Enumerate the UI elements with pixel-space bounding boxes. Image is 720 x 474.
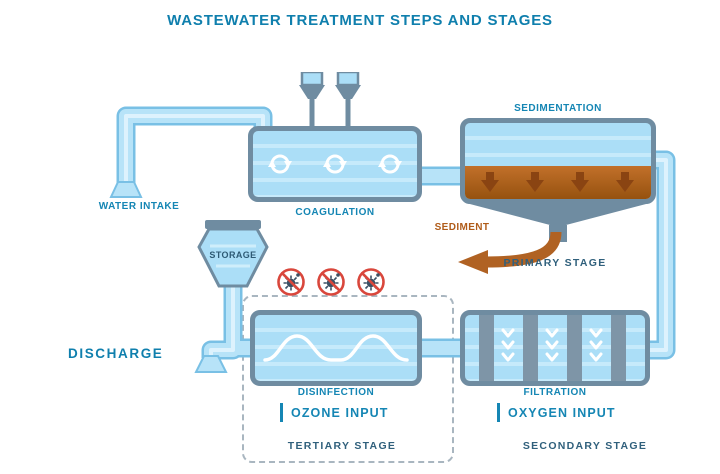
recycle-arrows-icon: [322, 154, 347, 174]
no-bacteria-icon: [317, 268, 345, 296]
no-bacteria-icon: [277, 268, 305, 296]
ozone-input-label: OZONE INPUT: [291, 405, 389, 420]
page-title: WASTEWATER TREATMENT STEPS AND STAGES: [167, 12, 553, 29]
recycle-arrows-icon: [268, 154, 293, 174]
disinfection-label: DISINFECTION: [297, 387, 375, 398]
coagulation-tank: [248, 126, 422, 202]
intake-pipe: [116, 106, 273, 184]
hopper-icon: [299, 72, 325, 128]
recycle-arrows-icon: [377, 154, 402, 174]
disinfection-tank: [250, 310, 422, 386]
discharge-spout-icon: [194, 355, 228, 373]
hopper-icon: [335, 72, 361, 128]
filter-plate: [523, 315, 538, 381]
oxygen-input-label: OXYGEN INPUT: [508, 405, 616, 420]
primary-stage-label: PRIMARY STAGE: [503, 257, 607, 269]
filter-plate: [611, 315, 626, 381]
chevron-down-icon: [545, 328, 559, 362]
storage-label: STORAGE: [209, 250, 257, 260]
ozone-wave-icon: [263, 334, 409, 362]
chevron-down-icon: [501, 328, 515, 362]
chevron-down-icon: [589, 328, 603, 362]
filtration-tank: [460, 310, 650, 386]
tertiary-stage-label: TERTIARY STAGE: [287, 440, 397, 452]
input-bar-icon: [497, 403, 500, 422]
coagulation-label: COAGULATION: [295, 207, 375, 218]
sedimentation-funnel-icon: [466, 203, 650, 225]
sedimentation-tank: [460, 118, 656, 204]
secondary-stage-label: SECONDARY STAGE: [522, 440, 648, 452]
settling-arrows-icon: [481, 171, 634, 192]
sedimentation-label: SEDIMENTATION: [514, 103, 602, 114]
no-bacteria-icon: [357, 268, 385, 296]
water-intake-label: WATER INTAKE: [98, 201, 180, 212]
filter-plate: [567, 315, 582, 381]
agitator-row: [253, 131, 417, 197]
filtration-label: FILTRATION: [523, 387, 587, 398]
sediment-flow-arrow-icon: [458, 231, 562, 274]
filter-plate: [479, 315, 494, 381]
sediment-layer: [465, 166, 651, 199]
tertiary-stage-outline: [242, 295, 454, 463]
oxygen-input: OXYGEN INPUT: [497, 403, 616, 422]
discharge-label: DISCHARGE: [68, 346, 164, 361]
input-bar-icon: [280, 403, 283, 422]
sediment-label: SEDIMENT: [434, 222, 490, 233]
water-intake-spout-icon: [109, 181, 143, 198]
ozone-input: OZONE INPUT: [280, 403, 389, 422]
storage-tank: [197, 220, 269, 288]
